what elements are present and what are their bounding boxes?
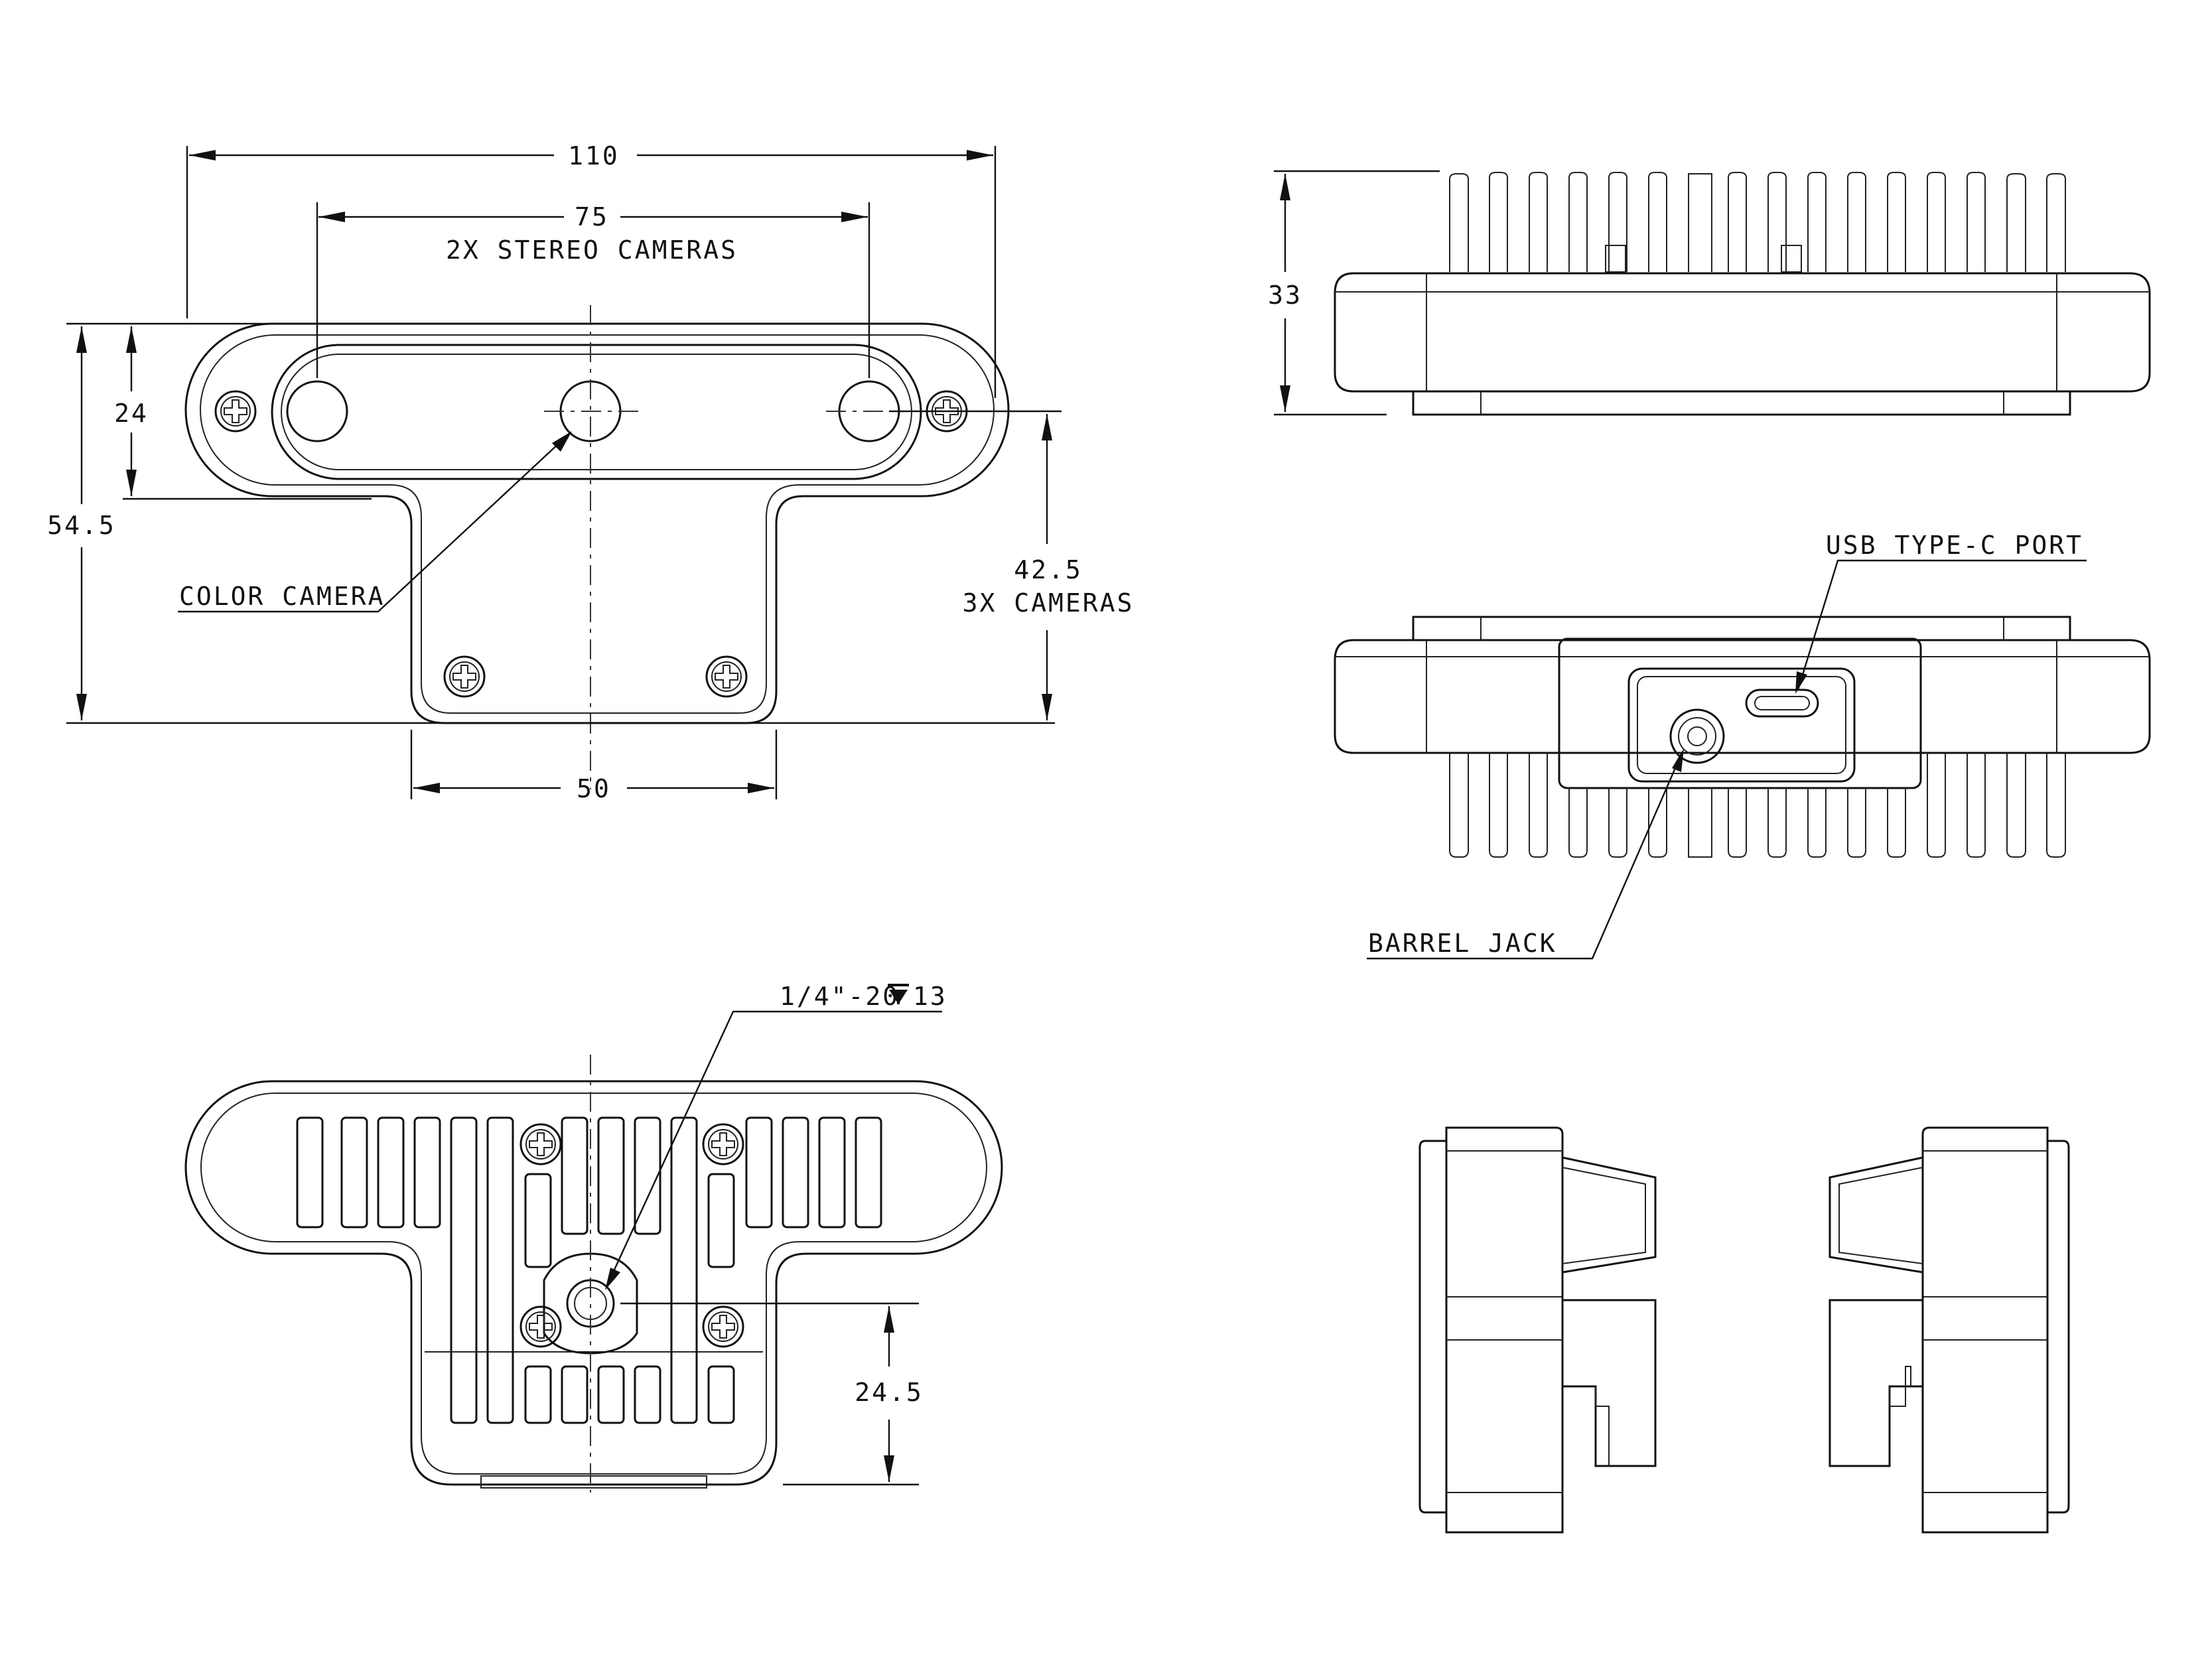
thread-depth-value: 13 <box>913 982 947 1011</box>
screw-icon <box>705 655 748 698</box>
dim-bar-height: 24 <box>114 399 149 428</box>
screw-icon <box>519 1305 562 1348</box>
front-view: 110 75 2X STEREO CAMERAS 54.5 24 42.5 3X… <box>47 141 1135 803</box>
dim-mount-offset: 24.5 <box>855 1378 924 1407</box>
side-view-left <box>1418 1126 1657 1534</box>
port-panel <box>1627 667 1856 783</box>
rear-view: USB TYPE-C PORT BARREL JACK <box>1334 531 2151 960</box>
barrel-jack <box>1669 708 1725 764</box>
usb-c-port <box>1745 689 1819 718</box>
usb-type-c-label: USB TYPE-C PORT <box>1826 531 2083 560</box>
screw-icon <box>443 655 486 698</box>
barrel-jack-label: BARREL JACK <box>1368 929 1557 958</box>
dim-overall-height: 54.5 <box>47 511 116 540</box>
color-camera-label: COLOR CAMERA <box>179 582 385 611</box>
top-view: 33 <box>1268 170 2151 416</box>
dim-camera-height: 42.5 <box>1014 555 1083 584</box>
stereo-cameras-label: 2X STEREO CAMERAS <box>446 235 738 265</box>
dim-stereo-spacing: 75 <box>575 202 609 232</box>
dim-stem-width: 50 <box>577 774 611 803</box>
bottom-view: 1/4"-20 13 24.5 <box>184 982 1003 1493</box>
dim-height-33: 33 <box>1268 281 1302 310</box>
dim-overall-width: 110 <box>568 141 620 170</box>
screw-icon <box>702 1305 744 1348</box>
screw-icon <box>214 390 257 432</box>
thread-spec-label: 1/4"-20 <box>780 982 900 1011</box>
depth-symbol-icon <box>888 984 909 1004</box>
side-view-right <box>1829 1126 2070 1534</box>
left-stereo-camera <box>286 380 348 442</box>
screw-icon <box>702 1123 744 1165</box>
camera-count-label: 3X CAMERAS <box>963 588 1135 618</box>
screw-icon <box>519 1123 562 1165</box>
